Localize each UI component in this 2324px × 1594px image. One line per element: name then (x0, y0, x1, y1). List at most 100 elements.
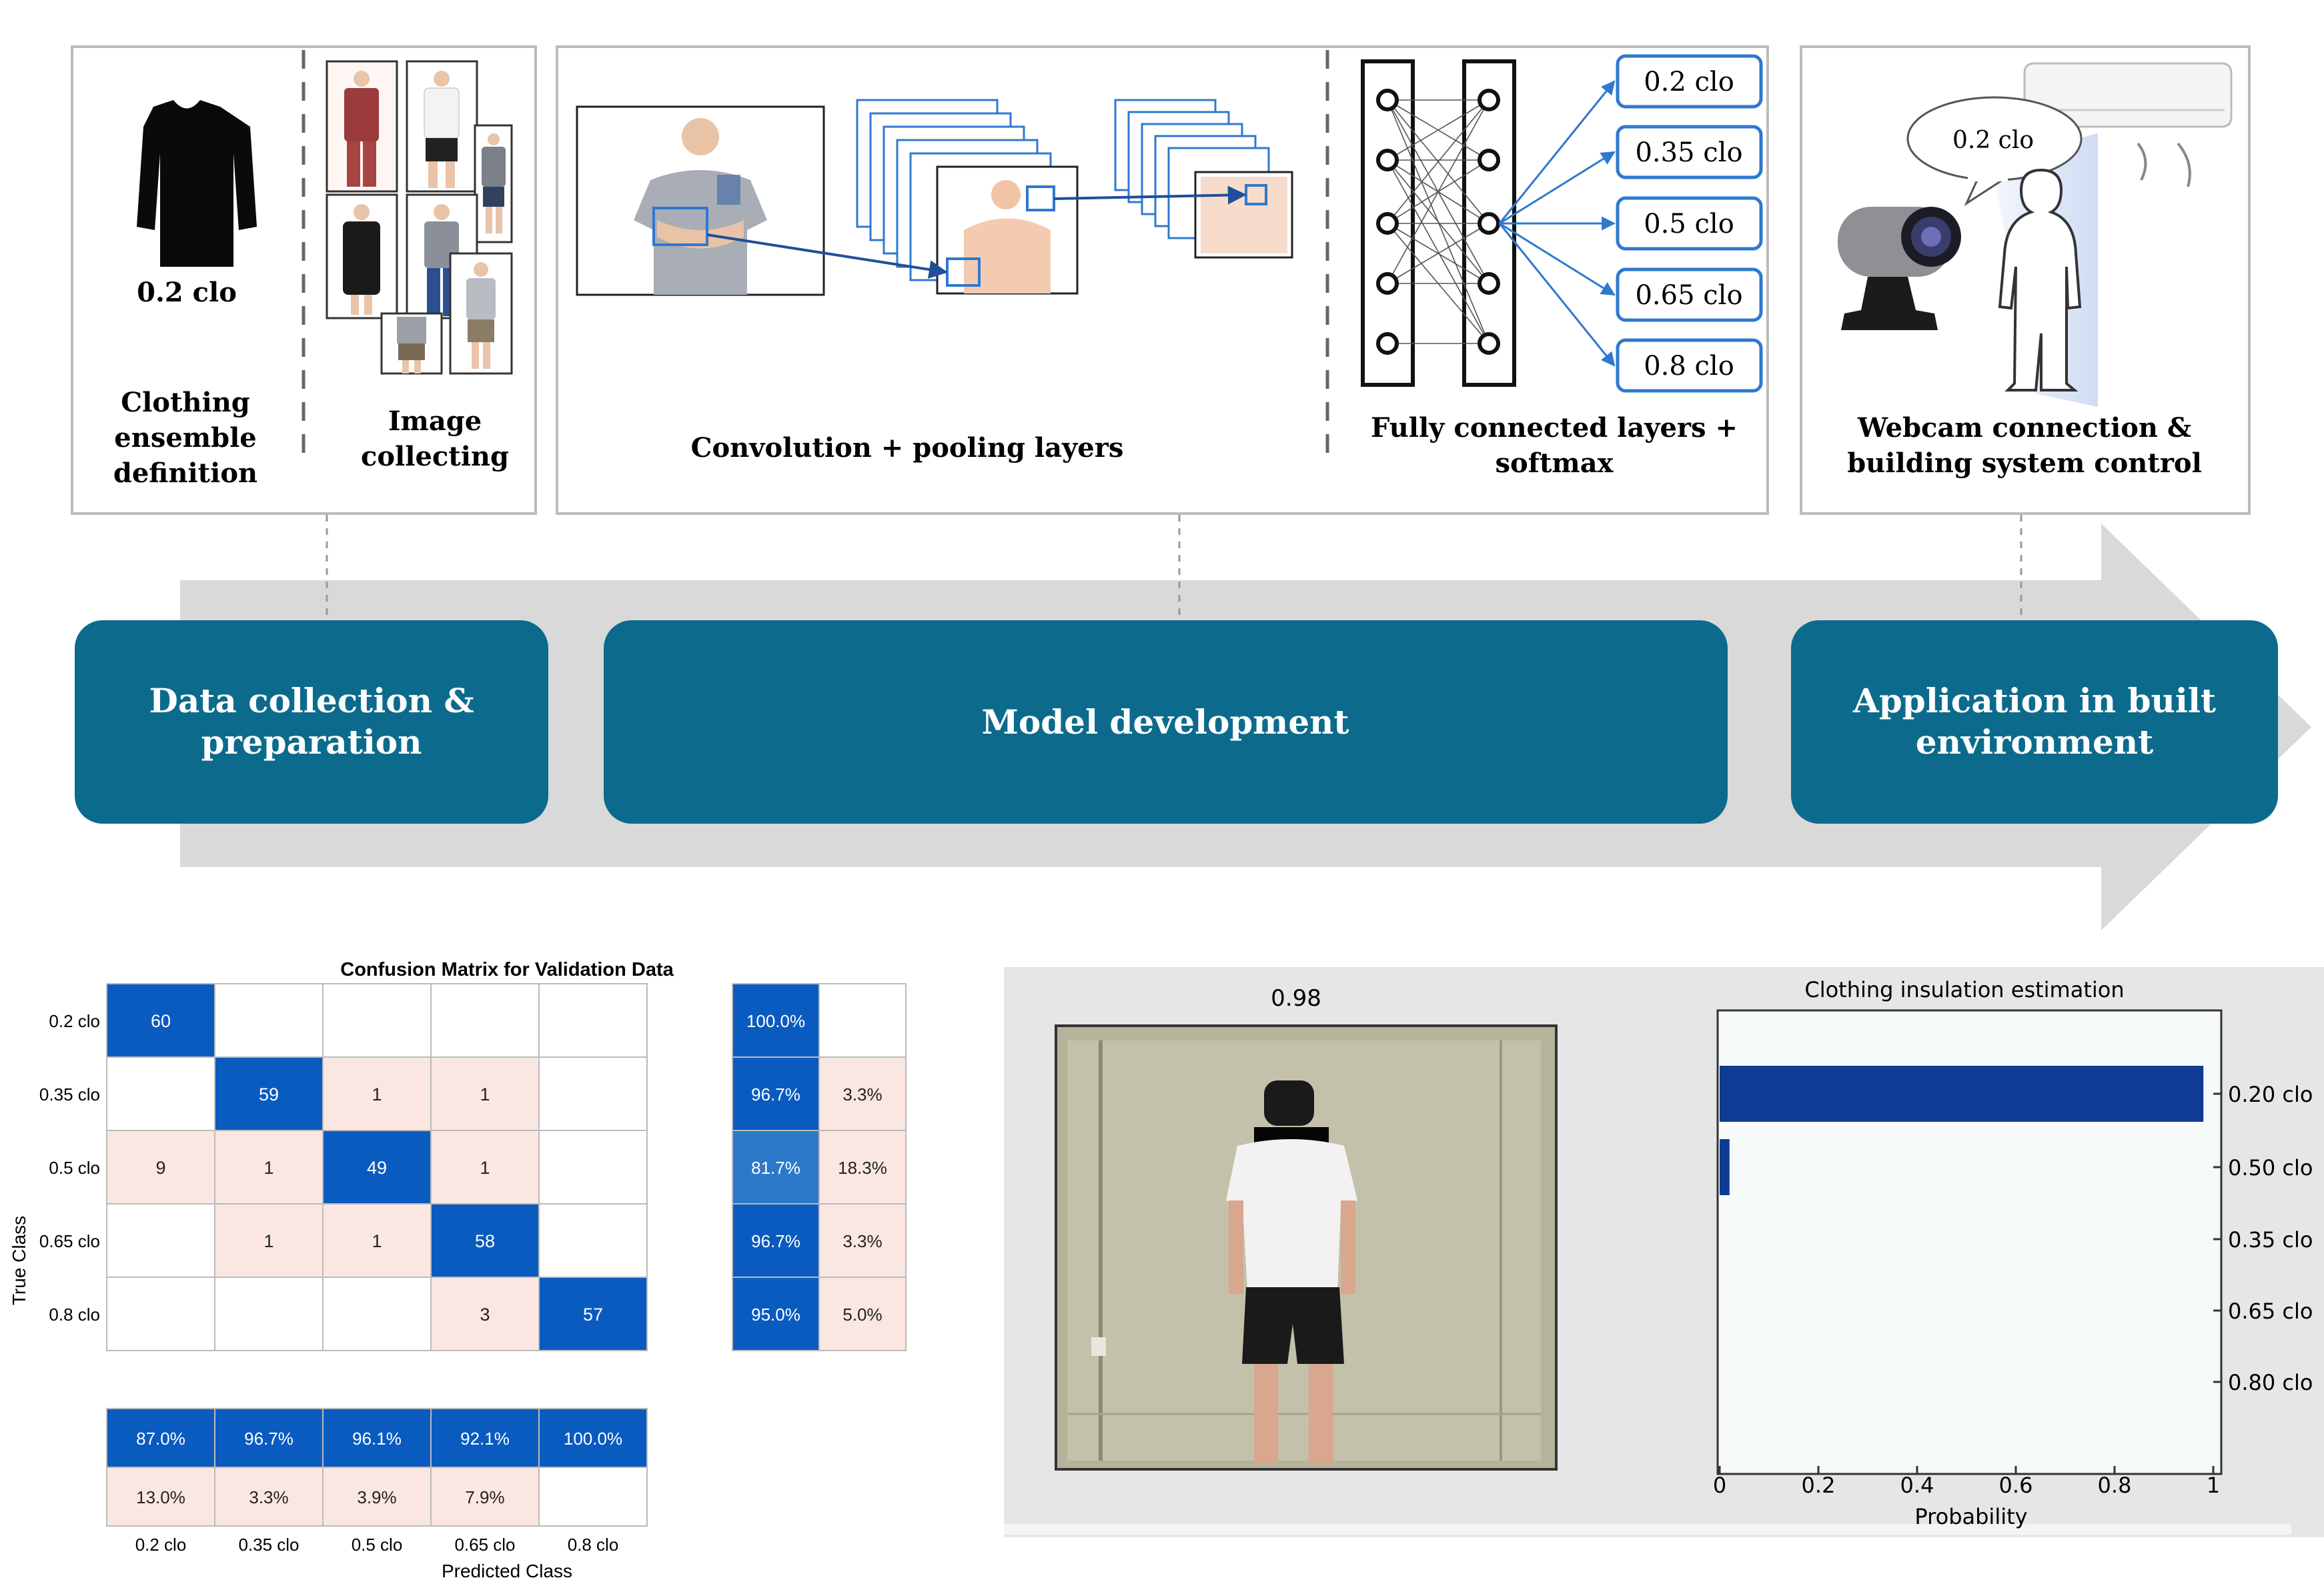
cm-col-summary-value: 96.7% (244, 1429, 294, 1449)
connector-lines (326, 515, 2022, 624)
cm-cell (214, 983, 324, 1058)
speech-bubble (1906, 96, 2083, 207)
cm-cell (430, 1130, 540, 1205)
application-label-line1: Webcam connection & (1857, 412, 2191, 444)
softmax-output-box (1616, 196, 1763, 251)
webcam-score: 0.98 (1271, 985, 1321, 1012)
stage-application-line1: Application in built (1852, 681, 2216, 720)
cm-row-summary-value: 18.3% (838, 1158, 887, 1178)
cm-cell (214, 1130, 324, 1205)
cm-col-summary-value: 96.1% (352, 1429, 402, 1449)
softmax-output-label: 0.5 clo (1644, 209, 1734, 239)
cm-row-summary-value: 100.0% (746, 1011, 805, 1031)
softmax-output-box (1616, 338, 1763, 393)
cm-cell (214, 1056, 324, 1131)
panel-data-collection: 0.2 clo Clothing ensemble definition Ima… (71, 45, 537, 515)
cm-row-summary-cell (732, 1130, 820, 1205)
bar-x-tick-label: 1 (2207, 1473, 2220, 1498)
cm-cell (214, 1277, 324, 1351)
cm-col-summary-cell (538, 1408, 648, 1468)
cm-col-label: 0.8 clo (568, 1535, 619, 1555)
cm-cell (538, 1056, 648, 1131)
cm-row-summary-value: 3.3% (842, 1084, 882, 1104)
application-label-line2: building system control (1847, 448, 2202, 479)
cm-col-label: 0.35 clo (238, 1535, 299, 1555)
stage-data-collection-line1: Data collection & (149, 681, 474, 720)
cm-cell (322, 1203, 432, 1278)
cm-ylabel: True Class (9, 1216, 29, 1305)
cm-cell (430, 983, 540, 1058)
cm-cell (322, 1277, 432, 1351)
stage-data-collection-line2: preparation (201, 722, 422, 762)
conv-pooling-label: Convolution + pooling layers (691, 432, 1124, 464)
cm-row-summary-value: 95.0% (751, 1305, 800, 1325)
pool-feature-image (1201, 177, 1287, 253)
bar-title: Clothing insulation estimation (1804, 977, 2124, 1002)
cm-cell-value: 1 (263, 1231, 273, 1251)
air-conditioner-icon (2023, 62, 2233, 187)
cm-cell-value: 1 (372, 1231, 382, 1251)
image-collecting-line1: Image (388, 406, 482, 437)
estimation-panel: 0.98 Clothing insulation estimation 0.20… (1004, 967, 2324, 1537)
bar-x-tick-label: 0 (1713, 1473, 1726, 1498)
clothing-def-line1: Clothing (121, 387, 250, 418)
cm-cell-value: 1 (480, 1084, 490, 1104)
cm-row-summary-cell (732, 983, 820, 1058)
webcam-frame (1055, 1024, 1558, 1471)
cm-col-summary-value: 7.9% (465, 1487, 504, 1507)
cm-cell-value: 59 (259, 1084, 279, 1104)
cm-col-label: 0.2 clo (135, 1535, 187, 1555)
cm-cell-value: 1 (480, 1158, 490, 1178)
cm-cell (538, 983, 648, 1058)
softmax-output-label: 0.35 clo (1635, 137, 1742, 168)
webcam-icon (1838, 207, 1961, 330)
panel-model: Convolution + pooling layers 0 (556, 45, 1769, 515)
stage-application-line2: environment (1916, 722, 2153, 762)
cm-row-summary: 100.0%96.7%3.3%81.7%18.3%96.7%3.3%95.0%5… (732, 983, 907, 1351)
cm-row-label: 0.8 clo (49, 1305, 100, 1325)
bar (1720, 1139, 1730, 1195)
clothing-def-line3: definition (113, 458, 257, 489)
cm-row-summary-cell (818, 1277, 907, 1351)
clothing-image-collage (326, 60, 513, 375)
cm-cell (106, 1203, 215, 1278)
cm-row-label: 0.65 clo (39, 1231, 100, 1251)
cm-cell (214, 1203, 324, 1278)
softmax-arrows (1498, 80, 1616, 367)
cm-cell (322, 983, 432, 1058)
stage-data-collection: Data collection & preparation (75, 620, 548, 824)
cm-cell-value: 49 (367, 1158, 387, 1178)
cm-col-summary-value: 87.0% (136, 1429, 185, 1449)
bar-x-tick-label: 0.6 (1999, 1473, 2033, 1498)
cm-row-summary-value: 3.3% (842, 1231, 882, 1251)
cm-cell-value: 57 (583, 1305, 603, 1325)
cm-row-summary-cell (732, 1277, 820, 1351)
cm-row-summary-cell (732, 1056, 820, 1131)
cm-cell (106, 983, 215, 1058)
cm-col-summary-cell (430, 1467, 540, 1527)
shirt-icon (137, 100, 257, 267)
cm-cell-value: 1 (372, 1084, 382, 1104)
bar-xlabel: Probability (1914, 1504, 2027, 1529)
cm-cell-value: 1 (263, 1158, 273, 1178)
cm-cell (538, 1277, 648, 1351)
cm-col-summary-value: 92.1% (460, 1429, 510, 1449)
cm-row-summary-cell (818, 1056, 907, 1131)
bar-category-label: 0.50 clo (2228, 1155, 2313, 1180)
cm-cell (106, 1277, 215, 1351)
cm-title: Confusion Matrix for Validation Data (340, 959, 674, 980)
cm-cell-value: 3 (480, 1305, 490, 1325)
bar-category-label: 0.20 clo (2228, 1082, 2313, 1107)
bar (1720, 1066, 2204, 1122)
bar-category-label: 0.65 clo (2228, 1299, 2313, 1324)
softmax-output-label: 0.8 clo (1644, 351, 1734, 381)
cm-cell (106, 1056, 215, 1131)
clothing-def-line2: ensemble (114, 422, 256, 454)
stage-model-development-label: Model development (982, 702, 1349, 742)
cm-cell (538, 1130, 648, 1205)
bar-x-tick-label: 0.2 (1802, 1473, 1836, 1498)
fc-label-line2: softmax (1496, 448, 1614, 479)
cm-col-label: 0.65 clo (454, 1535, 515, 1555)
